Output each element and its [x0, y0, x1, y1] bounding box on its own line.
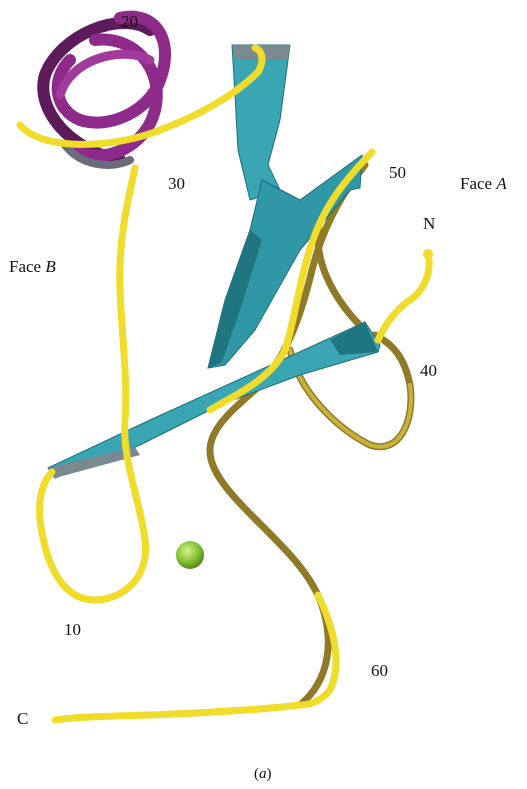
panel-label-close: )	[267, 766, 272, 782]
metal-ion-sphere-icon	[176, 541, 204, 569]
label-residue-30: 30	[168, 175, 185, 192]
label-residue-40: 40	[420, 362, 437, 379]
label-c-terminus: C	[17, 710, 28, 727]
label-residue-50: 50	[389, 164, 406, 181]
n-terminus-cap	[423, 249, 433, 259]
label-face-a: Face A	[460, 175, 507, 192]
coil-segment-60-to-c	[55, 705, 300, 720]
coil-segment-40-loop	[290, 205, 411, 447]
label-face-a-prefix: Face	[460, 174, 492, 193]
label-face-b-letter: B	[45, 257, 55, 276]
panel-label-letter: a	[259, 766, 267, 782]
label-residue-60: 60	[371, 662, 388, 679]
coil-segment-30-to-10	[40, 168, 146, 600]
label-face-a-letter: A	[496, 174, 506, 193]
label-face-b-prefix: Face	[9, 257, 41, 276]
panel-label: (a)	[254, 767, 272, 782]
label-n-terminus: N	[423, 215, 435, 232]
label-face-b: Face B	[9, 258, 56, 275]
label-residue-10: 10	[64, 621, 81, 638]
coil-segment-n-terminus	[378, 254, 429, 340]
label-residue-20: 20	[121, 13, 138, 30]
